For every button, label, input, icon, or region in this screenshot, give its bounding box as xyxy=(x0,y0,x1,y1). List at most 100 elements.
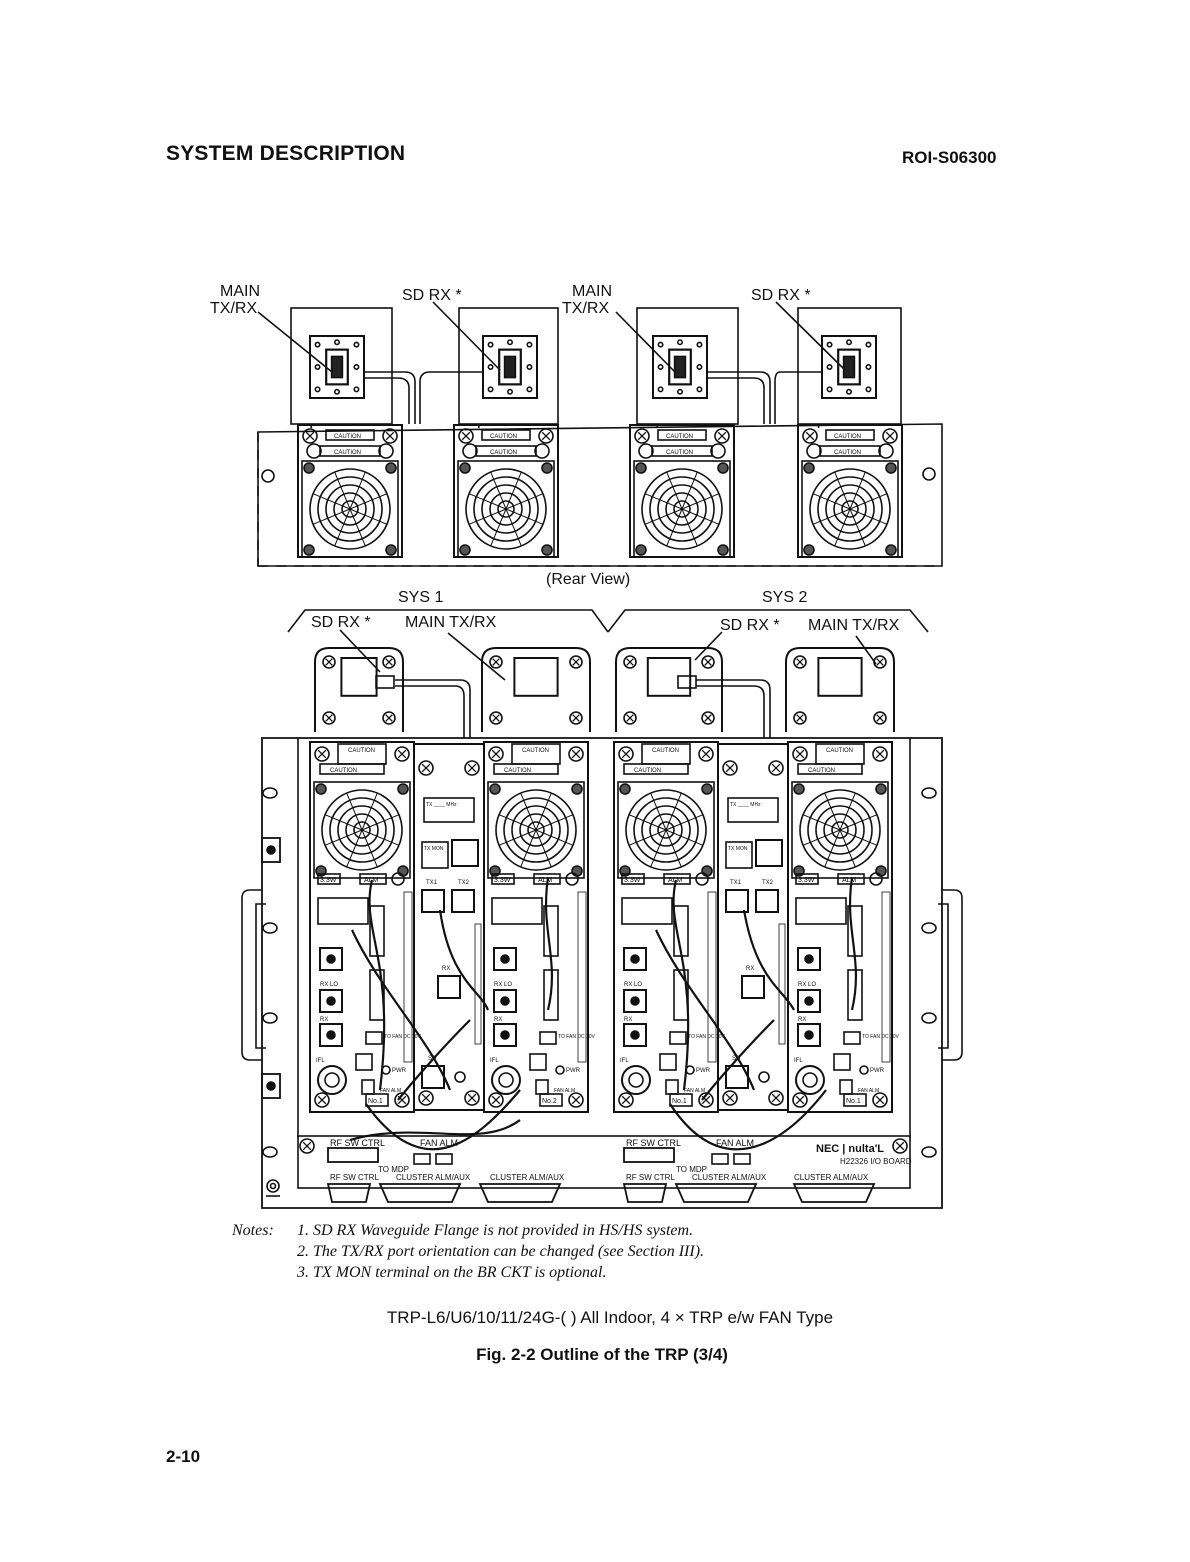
screw-cross xyxy=(717,431,727,441)
flange-window xyxy=(817,657,863,697)
br-side-text xyxy=(778,923,786,1045)
screw-cross xyxy=(385,658,393,666)
fan-ring xyxy=(625,789,707,871)
flange-bolt xyxy=(657,363,664,370)
caution-text: CAUTION xyxy=(490,450,517,456)
fan-ring xyxy=(673,500,691,518)
sys2-bracket xyxy=(607,609,929,633)
rack-slot-dot xyxy=(266,845,276,855)
fan-spoke xyxy=(334,471,351,510)
flange-bolt xyxy=(314,341,321,348)
sys1-bracket xyxy=(287,609,609,633)
fan-spoke xyxy=(849,471,866,510)
flange-port xyxy=(837,348,861,386)
sma-center xyxy=(326,1030,336,1040)
sma-connector xyxy=(319,947,343,971)
rear-flange-4 xyxy=(821,335,877,399)
flange-bolt xyxy=(526,386,533,393)
rear-label-4: SD RX * xyxy=(751,287,811,304)
screw-cross xyxy=(467,1093,477,1103)
rear-view-label: (Rear View) xyxy=(546,571,630,588)
notes: Notes: 1. SD RX Waveguide Flange is not … xyxy=(232,1220,704,1283)
caution-text: CAUTION xyxy=(522,748,549,754)
flange-bolt xyxy=(333,339,340,346)
caution-label xyxy=(657,429,707,441)
unit-no-text: No.1 xyxy=(368,1098,383,1105)
screw-cross xyxy=(621,1095,631,1105)
fan-spoke xyxy=(535,792,552,831)
tr-unit-frame xyxy=(787,741,893,1113)
warning-label xyxy=(795,897,847,925)
sma-connector xyxy=(797,989,821,1013)
freq-text: TX ____ MHz xyxy=(426,802,457,808)
caution-text: CAUTION xyxy=(334,450,361,456)
flange-body xyxy=(785,647,895,732)
flange-bolt xyxy=(333,388,340,395)
coax-cable xyxy=(351,929,452,1091)
flange-bolt xyxy=(506,339,513,346)
rack-frame xyxy=(261,737,943,1209)
alm-text: ALM xyxy=(842,877,857,884)
caution-label xyxy=(481,429,531,441)
flange-body xyxy=(615,647,723,732)
fan-spoke xyxy=(361,792,378,831)
flange-plate xyxy=(821,335,877,399)
d-sub-connector xyxy=(792,1183,876,1203)
rear-view-drawing: CAUTIONCAUTIONCAUTIONCAUTIONCAUTIONCAUTI… xyxy=(257,301,943,567)
fan-alm-jack xyxy=(361,1079,375,1095)
sma-center xyxy=(500,954,510,964)
fan-ring xyxy=(495,789,577,871)
screw-cross xyxy=(492,714,500,722)
flange-bolt xyxy=(865,386,872,393)
flange-aperture xyxy=(330,355,344,379)
to-mdp-label-1: TO MDP xyxy=(378,1165,409,1174)
figure-subcaption: TRP-L6/U6/10/11/24G-( ) All Indoor, 4 × … xyxy=(386,1308,834,1327)
flange-window xyxy=(646,657,692,697)
leader-line xyxy=(615,311,676,373)
fan-spoke xyxy=(505,508,522,547)
fan-corner xyxy=(303,544,315,556)
to-fan-jack xyxy=(365,1031,383,1045)
rf-sw-ctrl-bottom-2: RF SW CTRL xyxy=(626,1173,675,1182)
note-2: 2. The TX/RX port orientation can be cha… xyxy=(297,1243,705,1260)
pwr-label: PWR xyxy=(870,1068,885,1074)
fan-corner xyxy=(385,544,397,556)
dc-switch xyxy=(659,1053,677,1071)
rear-fan-grille xyxy=(633,460,731,558)
screw-cross xyxy=(397,749,407,759)
unit-no-label xyxy=(843,1093,867,1107)
screw xyxy=(618,746,634,762)
rear-label-2: SD RX * xyxy=(402,287,462,304)
screw xyxy=(569,711,583,725)
screw xyxy=(382,428,398,444)
sys2-label: SYS 2 xyxy=(762,589,807,606)
cluster-label-2: CLUSTER ALM/AUX xyxy=(490,1173,565,1182)
screw-cross xyxy=(571,749,581,759)
fan-corner xyxy=(459,462,471,474)
screw-cross xyxy=(325,658,333,666)
screw-cross xyxy=(771,763,781,773)
screw xyxy=(623,655,637,669)
d-sub-connector xyxy=(622,1183,668,1203)
fan-corner xyxy=(385,462,397,474)
power-text: 3.3W xyxy=(798,877,815,884)
fan-ring xyxy=(503,797,569,863)
screw-cross xyxy=(704,658,712,666)
fan-spoke xyxy=(349,471,366,510)
fan-frame xyxy=(801,460,899,558)
fan-connector xyxy=(534,443,550,459)
fan-ring xyxy=(519,813,553,847)
caution-label xyxy=(325,429,375,441)
freq-label xyxy=(423,797,475,823)
screw xyxy=(892,1138,908,1154)
screw xyxy=(568,746,584,762)
rx-label: RX xyxy=(624,1017,632,1023)
fan-spoke xyxy=(346,829,363,868)
fan-alm-jack xyxy=(839,1079,853,1095)
screw xyxy=(698,1092,714,1108)
screw xyxy=(701,655,715,669)
screw xyxy=(882,428,898,444)
sma-center xyxy=(630,1030,640,1040)
